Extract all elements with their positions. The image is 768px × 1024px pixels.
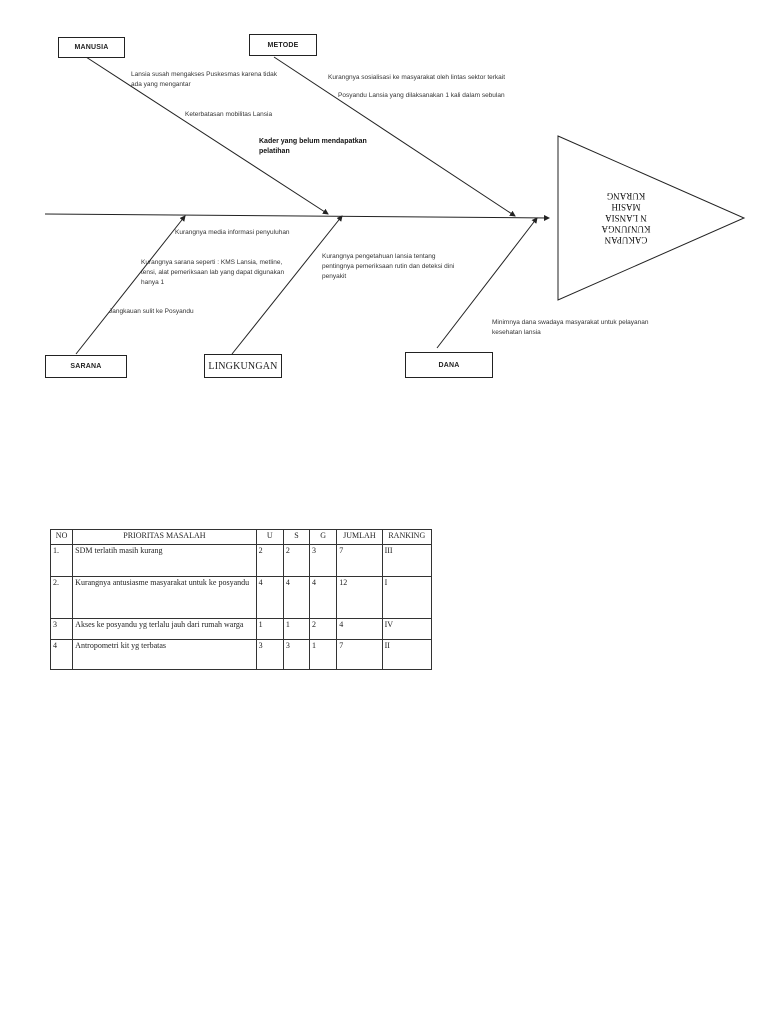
- cause-sarana-1: Kurangnya media informasi penyuluhan: [175, 229, 290, 236]
- cell-no: 4: [49, 639, 74, 670]
- category-lingkungan: LINGKUNGAN: [204, 354, 282, 378]
- table-row: 1. SDM terlatih masih kurang 2 2 3 7 III: [49, 544, 433, 577]
- header-u: U: [255, 529, 284, 545]
- cell-g: 4: [309, 576, 338, 619]
- category-sarana: SARANA: [45, 355, 127, 378]
- table-row: 4 Antropometri kit yg terbatas 3 3 1 7 I…: [49, 639, 433, 670]
- cell-u: 2: [255, 544, 284, 577]
- cell-s: 2: [282, 544, 311, 577]
- cause-manusia-3: Kader yang belum mendapatkan pelatihan: [259, 138, 367, 155]
- cell-no: 3: [49, 618, 74, 640]
- bone-manusia: [85, 56, 329, 215]
- bone-lingkungan: [231, 215, 343, 355]
- category-dana: DANA: [405, 352, 493, 378]
- cause-manusia-2: Keterbatasan mobilitas Lansia: [185, 111, 273, 118]
- table-header-row: NO PRIORITAS MASALAH U S G JUMLAH RANKIN…: [49, 529, 433, 545]
- cell-ranking: I: [381, 576, 433, 619]
- header-g: G: [309, 529, 338, 545]
- category-metode: METODE: [249, 34, 317, 56]
- fishbone-diagram: [44, 56, 746, 355]
- cell-ranking: IV: [381, 618, 433, 640]
- cell-problem: Akses ke posyandu yg terlalu jauh dari r…: [72, 618, 257, 640]
- cell-no: 2.: [49, 576, 74, 619]
- cell-jumlah: 12: [336, 576, 383, 619]
- cause-sarana-2: Kurangnya sarana seperti : KMS Lansia, m…: [141, 259, 285, 286]
- bone-sarana: [75, 215, 186, 355]
- cause-metode-1: Kurangnya sosialisasi ke masyarakat oleh…: [328, 74, 506, 81]
- priority-table: NO PRIORITAS MASALAH U S G JUMLAH RANKIN…: [49, 529, 433, 670]
- cell-s: 1: [282, 618, 311, 640]
- effect-label: CAKUPAN KUNJUNGA N LANSIA MASIH KURANG: [576, 190, 676, 245]
- header-prioritas-masalah: PRIORITAS MASALAH: [72, 529, 257, 545]
- cell-g: 1: [309, 639, 338, 670]
- cause-sarana-3: Jangkauan sulit ke Posyandu: [109, 308, 194, 315]
- cell-problem: SDM terlatih masih kurang: [72, 544, 257, 577]
- cell-jumlah: 4: [336, 618, 383, 640]
- table-row: 2. Kurangnya antusiasme masyarakat untuk…: [49, 576, 433, 619]
- cell-jumlah: 7: [336, 639, 383, 670]
- cell-jumlah: 7: [336, 544, 383, 577]
- category-manusia: MANUSIA: [58, 37, 125, 58]
- cause-metode-2: Posyandu Lansia yang dilaksanakan 1 kali…: [338, 92, 505, 99]
- cause-manusia-1: Lansia susah mengakses Puskesmas karena …: [131, 71, 277, 88]
- cell-problem: Kurangnya antusiasme masyarakat untuk ke…: [72, 576, 257, 619]
- effect-line: KUNJUNGA: [601, 224, 651, 234]
- cell-u: 4: [255, 576, 284, 619]
- header-ranking: RANKING: [381, 529, 433, 545]
- effect-line: MASIH: [611, 202, 641, 212]
- spine-line: [44, 213, 550, 221]
- cell-no: 1.: [49, 544, 74, 577]
- effect-line: N LANSIA: [605, 213, 647, 223]
- cell-ranking: III: [381, 544, 433, 577]
- bone-metode: [273, 56, 516, 217]
- cell-ranking: II: [381, 639, 433, 670]
- cell-s: 3: [282, 639, 311, 670]
- cell-s: 4: [282, 576, 311, 619]
- cell-u: 3: [255, 639, 284, 670]
- cell-problem: Antropometri kit yg terbatas: [72, 639, 257, 670]
- cell-g: 2: [309, 618, 338, 640]
- bone-dana: [436, 217, 538, 349]
- effect-triangle: [557, 135, 746, 301]
- header-jumlah: JUMLAH: [336, 529, 383, 545]
- cell-u: 1: [255, 618, 284, 640]
- effect-line: KURANG: [606, 191, 646, 201]
- header-no: NO: [49, 529, 74, 545]
- cause-dana-1: Minimnya dana swadaya masyarakat untuk p…: [492, 319, 649, 336]
- cause-lingkungan-1: Kurangnya pengetahuan lansia tentang pen…: [322, 253, 455, 280]
- header-s: S: [282, 529, 311, 545]
- effect-line: CAKUPAN: [604, 235, 648, 245]
- cell-g: 3: [309, 544, 338, 577]
- table-row: 3 Akses ke posyandu yg terlalu jauh dari…: [49, 618, 433, 640]
